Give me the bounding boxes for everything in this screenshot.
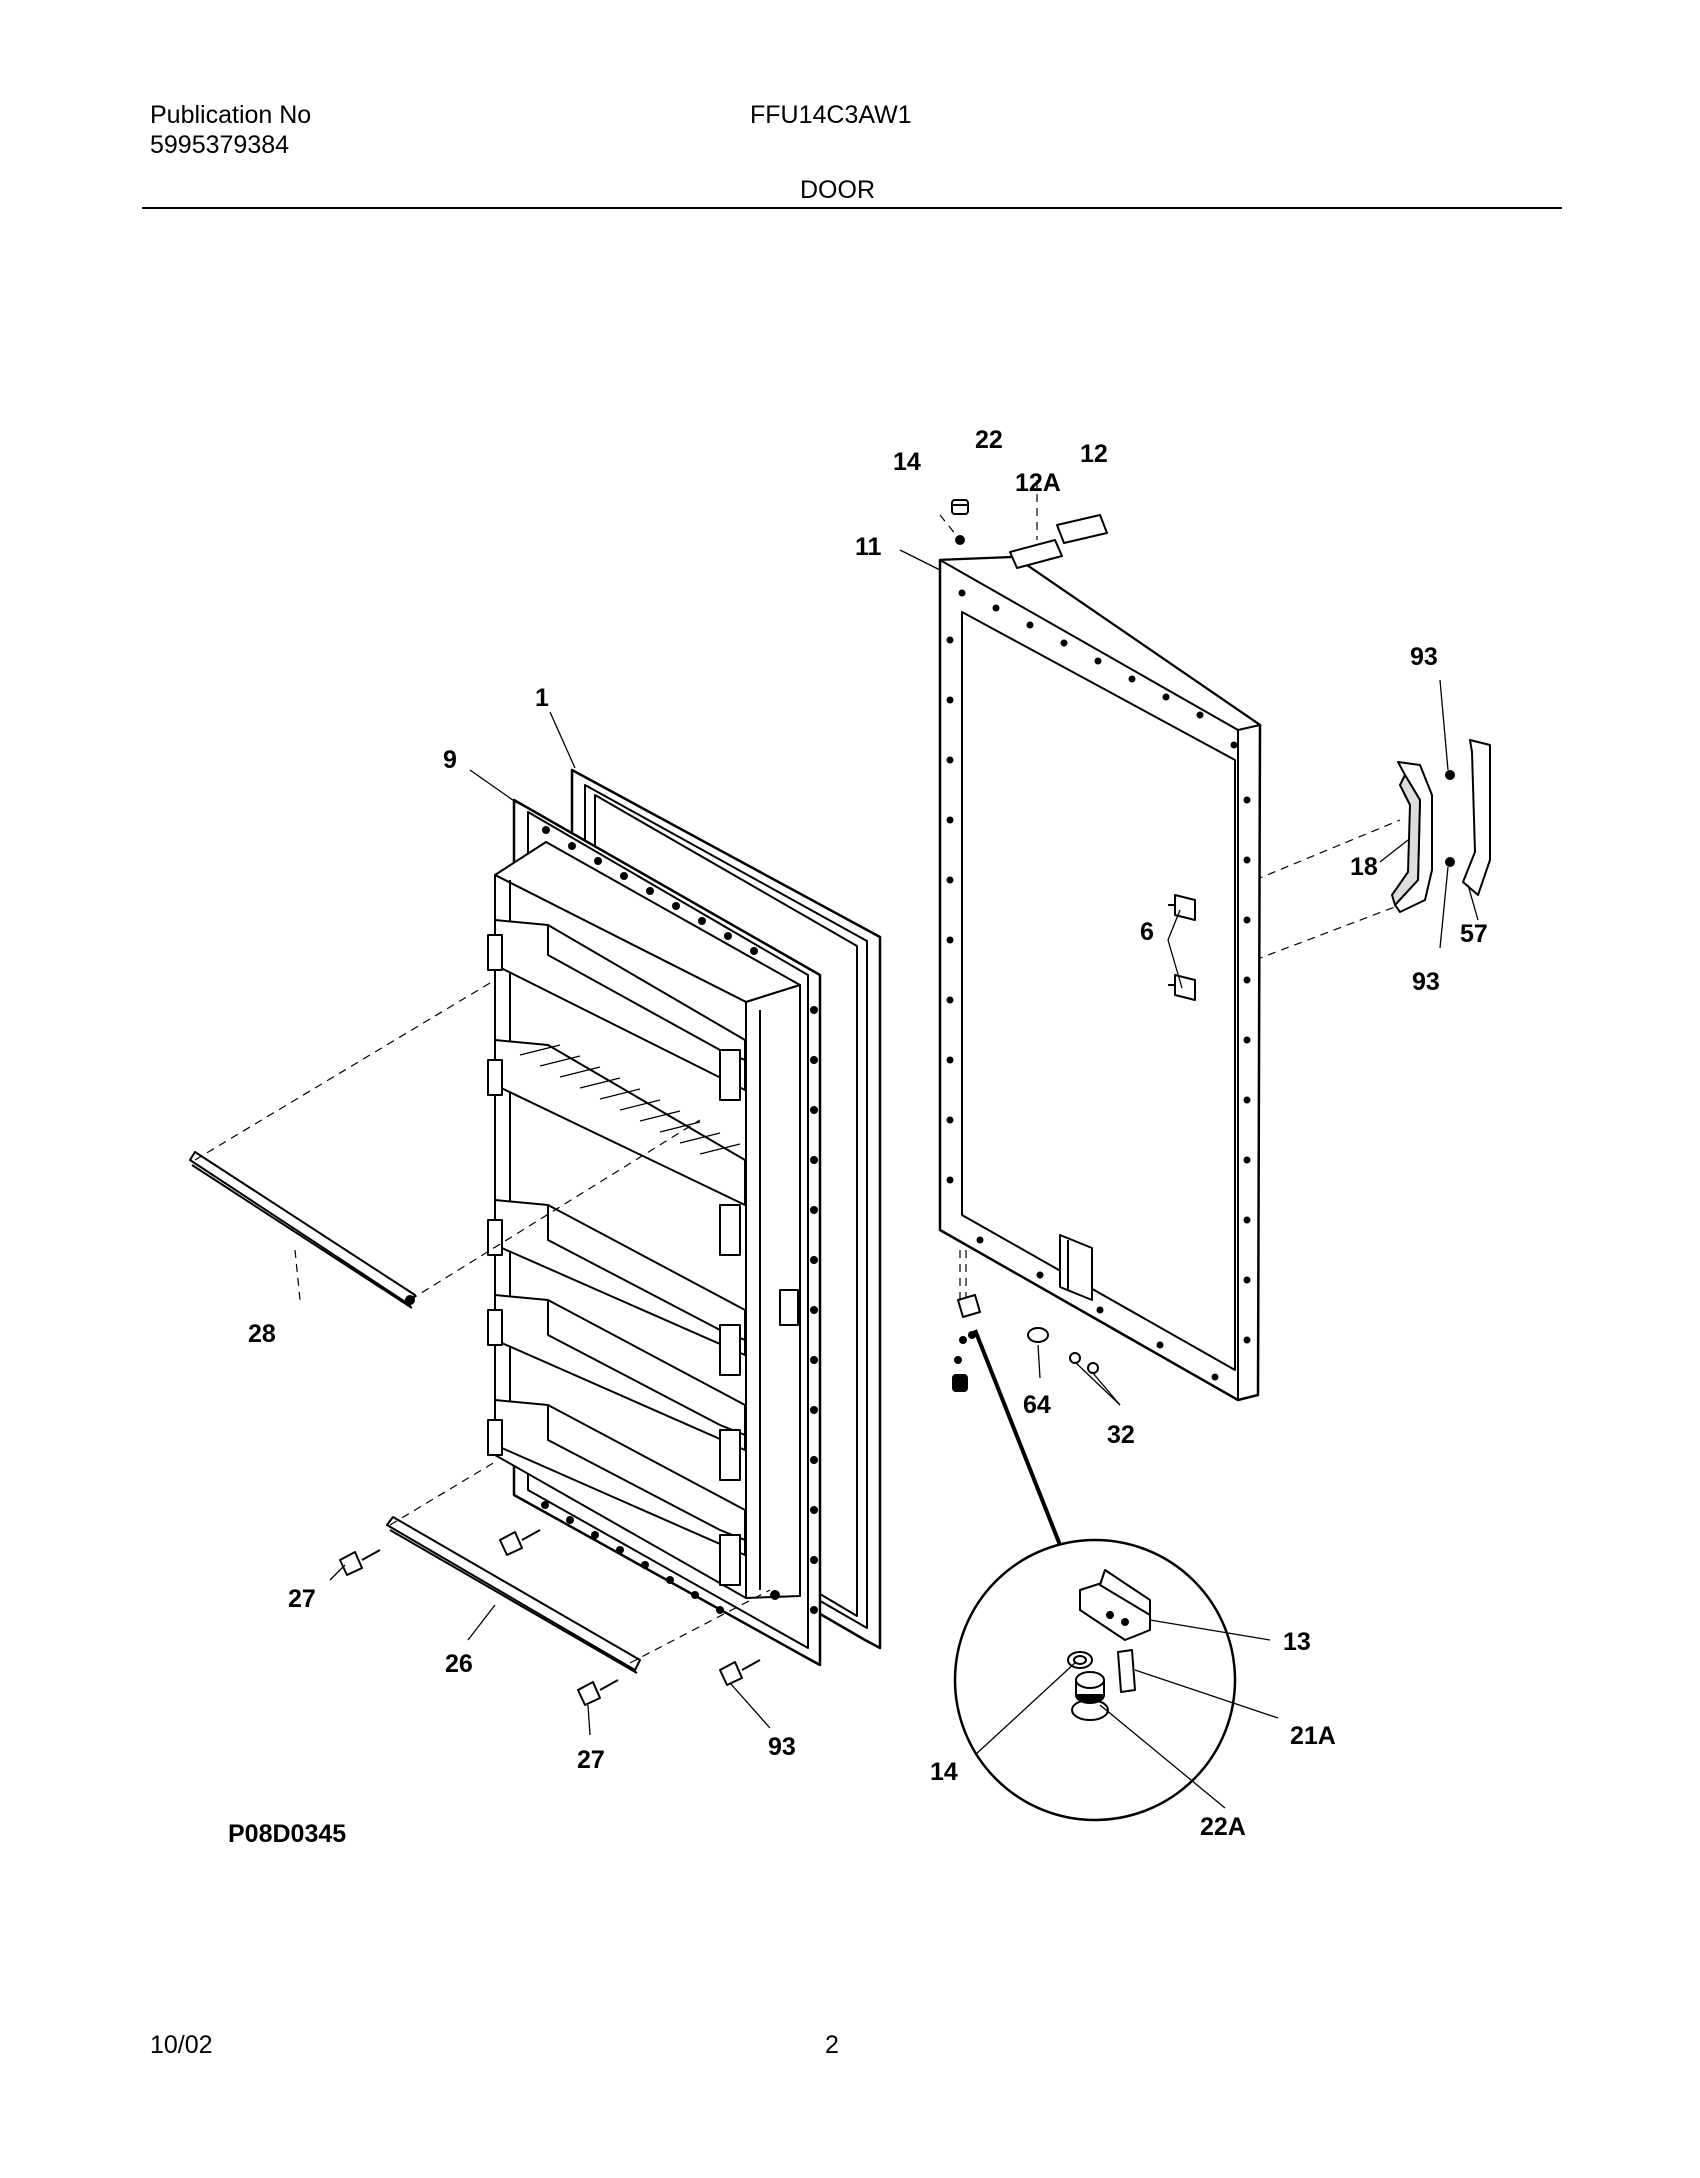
liner-screw-holes bbox=[541, 826, 818, 1614]
publication-number: 5995379384 bbox=[150, 131, 290, 159]
callout-1: 1 bbox=[535, 684, 549, 712]
callout-12a: 12A bbox=[1015, 469, 1061, 497]
footer-date: 10/02 bbox=[150, 2031, 213, 2059]
door-rail-28 bbox=[189, 1151, 416, 1309]
shelf-ribs bbox=[519, 1044, 741, 1155]
handle-cover bbox=[1462, 739, 1491, 896]
callout-93-lower: 93 bbox=[1412, 968, 1440, 996]
callout-13: 13 bbox=[1283, 1628, 1311, 1656]
drawing-id: P08D0345 bbox=[228, 1820, 346, 1848]
door-rail-26 bbox=[386, 1516, 641, 1674]
callout-32: 32 bbox=[1107, 1421, 1135, 1449]
callout-93-liner: 93 bbox=[768, 1733, 796, 1761]
callout-64: 64 bbox=[1023, 1391, 1051, 1419]
callout-18: 18 bbox=[1350, 853, 1378, 881]
callout-26: 26 bbox=[445, 1650, 473, 1678]
callout-14-detail: 14 bbox=[930, 1758, 958, 1786]
outer-door-panel bbox=[938, 555, 1262, 1402]
door-handle bbox=[1391, 761, 1433, 913]
callout-11: 11 bbox=[855, 533, 882, 561]
panel-screw-holes bbox=[946, 589, 1251, 1381]
callout-6: 6 bbox=[1140, 918, 1154, 946]
callout-22: 22 bbox=[975, 426, 1003, 454]
callout-57: 57 bbox=[1460, 920, 1488, 948]
top-bushing bbox=[951, 499, 969, 545]
publication-label: Publication No bbox=[150, 101, 312, 129]
callout-9: 9 bbox=[443, 746, 457, 774]
screw-93-lower bbox=[1445, 857, 1455, 867]
model-number: FFU14C3AW1 bbox=[750, 101, 912, 129]
page-number: 2 bbox=[825, 2031, 839, 2059]
callout-12: 12 bbox=[1080, 440, 1108, 468]
callout-27-bottom: 27 bbox=[577, 1746, 605, 1774]
callout-93-upper: 93 bbox=[1410, 643, 1438, 671]
callout-labels: 1 9 28 27 26 27 93 14 22 12A 12 11 93 18… bbox=[228, 426, 1488, 1848]
door-liner bbox=[487, 841, 801, 1599]
screw-93-upper bbox=[1445, 770, 1455, 780]
callout-28: 28 bbox=[248, 1320, 276, 1348]
callout-leaders bbox=[329, 549, 1479, 1809]
liner-screws bbox=[339, 1529, 780, 1706]
door-labels bbox=[1009, 514, 1108, 569]
bottom-hinge-hardware bbox=[952, 1294, 1099, 1392]
callout-14-top: 14 bbox=[893, 448, 921, 476]
callout-21a: 21A bbox=[1290, 1722, 1336, 1750]
header-rule bbox=[142, 207, 1562, 209]
callout-22a: 22A bbox=[1200, 1813, 1246, 1841]
callout-27-left: 27 bbox=[288, 1585, 316, 1613]
hinge-detail-view bbox=[953, 1329, 1237, 1822]
section-title: DOOR bbox=[800, 176, 875, 204]
